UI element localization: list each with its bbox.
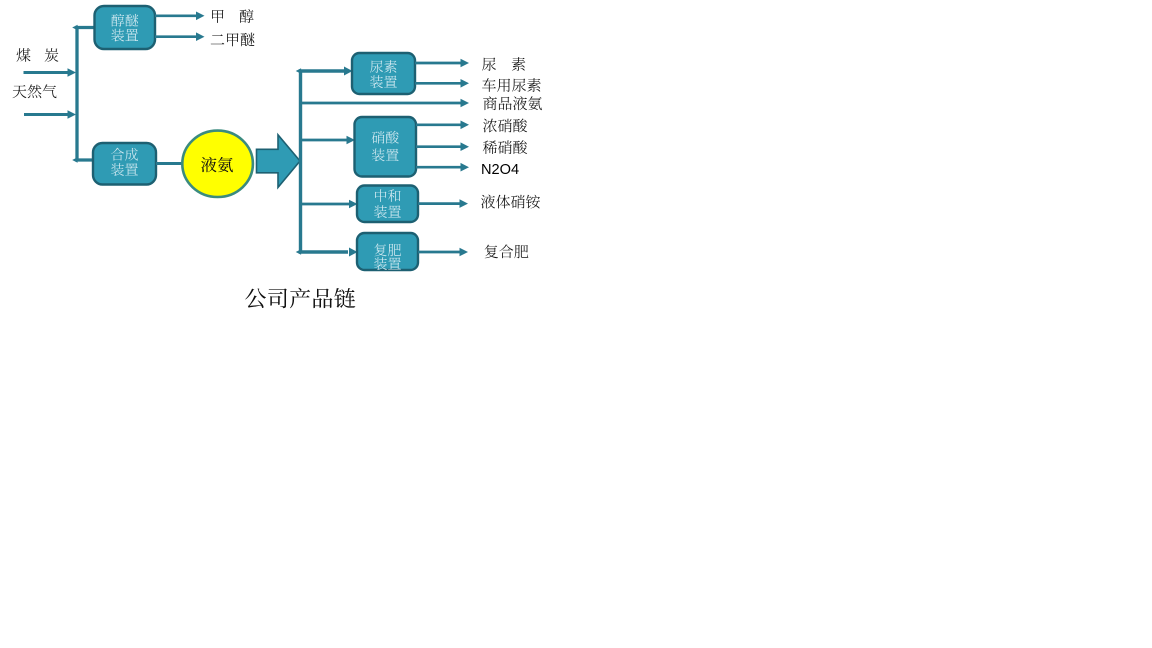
svg-text:N2O4: N2O4 [481,162,519,178]
